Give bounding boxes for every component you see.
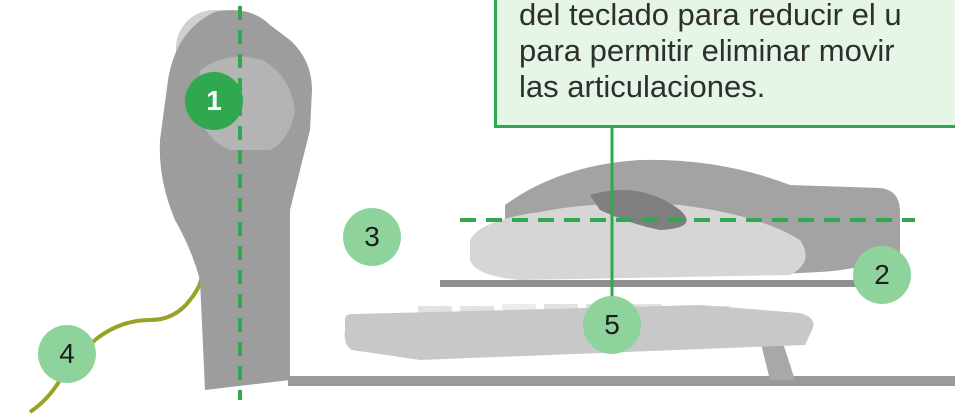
badge-1-label: 1 [206, 85, 222, 116]
badge-5-label: 5 [604, 309, 620, 340]
badge-4-label: 4 [59, 338, 75, 369]
mouse-cable [28, 260, 204, 414]
callout-text: del teclado para reducir el u para permi… [519, 0, 955, 105]
badge-3: 3 [343, 208, 401, 266]
typing-hand [470, 203, 806, 280]
callout-line-2: para permitir eliminar movir [519, 33, 895, 68]
desk-surface [288, 376, 955, 386]
callout-line-1: del teclado para reducir el u [519, 0, 902, 32]
badge-5: 5 [583, 296, 641, 354]
typing-fingers [590, 190, 687, 230]
upper-shelf [440, 280, 895, 287]
badge-1: 1 [185, 72, 243, 130]
callout-line-3: las articulaciones. [519, 69, 766, 104]
badge-2: 2 [853, 246, 911, 304]
callout-box: del teclado para reducir el u para permi… [494, 0, 955, 128]
badge-3-label: 3 [364, 221, 380, 252]
keyboard-body [344, 305, 814, 360]
badge-2-label: 2 [874, 259, 890, 290]
keyboard-stand-leg [760, 340, 795, 380]
badge-4: 4 [38, 325, 96, 383]
